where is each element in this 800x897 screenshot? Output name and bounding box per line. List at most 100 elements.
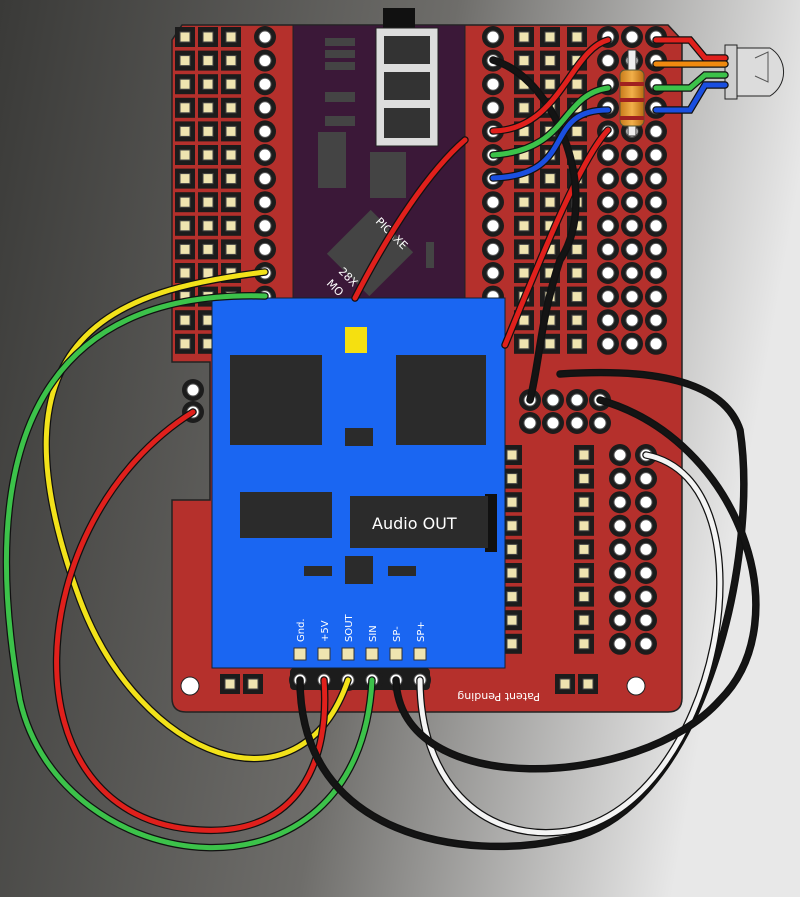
pad [225, 173, 237, 185]
pad [202, 102, 214, 114]
hole-center [570, 393, 584, 407]
wire-white [417, 452, 723, 836]
pad [544, 31, 556, 43]
pad [518, 196, 530, 208]
pad [518, 31, 530, 43]
pad [202, 173, 214, 185]
pad [518, 243, 530, 255]
hole-center [639, 472, 653, 486]
pin-label-4: SP- [392, 626, 403, 642]
hole-center [523, 416, 537, 430]
pad [179, 149, 191, 161]
pad [571, 291, 583, 303]
pad [578, 543, 590, 555]
pad [506, 496, 518, 508]
hole-center [546, 393, 560, 407]
hole-center [601, 219, 615, 233]
pad [544, 173, 556, 185]
pad [224, 678, 236, 690]
hole-center [601, 54, 615, 68]
pad [179, 267, 191, 279]
hole-center [486, 219, 500, 233]
pad [544, 196, 556, 208]
pad [506, 567, 518, 579]
pad [544, 338, 556, 350]
pad [571, 267, 583, 279]
pad [578, 473, 590, 485]
hole-center [649, 242, 663, 256]
pad [179, 338, 191, 350]
pin-label-0: Gnd. [296, 618, 307, 642]
hole-center [649, 337, 663, 351]
pad [225, 125, 237, 137]
hole-center [649, 148, 663, 162]
hole-center [186, 383, 200, 397]
hole-center [613, 472, 627, 486]
hole-center [639, 542, 653, 556]
pad [571, 314, 583, 326]
hole-center [258, 195, 272, 209]
hole-grid [175, 26, 667, 694]
resistor [619, 49, 645, 137]
pad [518, 338, 530, 350]
pin-header [290, 668, 430, 690]
hole-center [601, 172, 615, 186]
hole-center [625, 337, 639, 351]
pad [202, 220, 214, 232]
pad [202, 78, 214, 90]
pin-label-3: SIN [368, 625, 379, 642]
pad [225, 220, 237, 232]
hole-center [486, 30, 500, 44]
hole-center [613, 495, 627, 509]
pin-label-2: SOUT [344, 613, 355, 642]
hole-center [546, 416, 560, 430]
hole-center [649, 219, 663, 233]
hole-center [625, 266, 639, 280]
pad [582, 678, 594, 690]
pin-pad [317, 647, 331, 661]
pad [506, 520, 518, 532]
wire-black [393, 397, 759, 772]
svg-text:Audio OUT: Audio OUT [372, 514, 457, 533]
hole-center [613, 637, 627, 651]
hole-center [625, 219, 639, 233]
hole-center [639, 613, 653, 627]
pad [225, 31, 237, 43]
wire-blue [490, 107, 611, 181]
hole-center [625, 313, 639, 327]
hole-center [613, 566, 627, 580]
pad [578, 614, 590, 626]
wires [2, 36, 760, 852]
pin-label-1: +5V [320, 620, 331, 642]
hole-center [601, 337, 615, 351]
pad [506, 449, 518, 461]
hole-center [639, 637, 653, 651]
pad [578, 520, 590, 532]
pin-label-5: SP+ [416, 621, 427, 642]
hole-center [601, 313, 615, 327]
wire-green [4, 293, 375, 851]
hole-center [258, 219, 272, 233]
pad [225, 78, 237, 90]
wire-red [490, 37, 611, 134]
pad [518, 102, 530, 114]
led-indicator [345, 327, 367, 353]
wire-red [352, 137, 468, 301]
audio-board [211, 297, 506, 669]
pad [571, 125, 583, 137]
pad [225, 149, 237, 161]
pad [578, 449, 590, 461]
hole-center [625, 290, 639, 304]
hole-center [486, 195, 500, 209]
pad [578, 496, 590, 508]
pad [544, 78, 556, 90]
hole-center [601, 242, 615, 256]
pad [518, 220, 530, 232]
pad [544, 55, 556, 67]
hole-center [258, 30, 272, 44]
pad [506, 591, 518, 603]
mounting-hole [626, 676, 646, 696]
hole-center [625, 195, 639, 209]
pad [506, 638, 518, 650]
